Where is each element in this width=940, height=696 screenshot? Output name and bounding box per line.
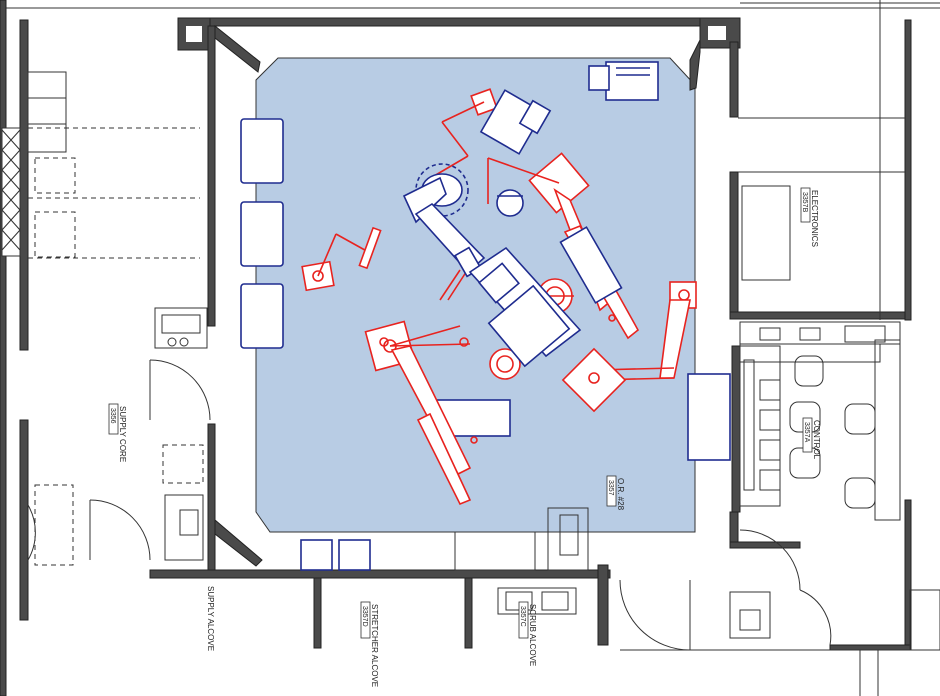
label-stretcher-alcove: STRETCHER ALCOVE 3357D xyxy=(360,601,379,687)
alcove-fixtures xyxy=(497,587,940,651)
or-equipment-red xyxy=(301,88,697,506)
svg-text:3356: 3356 xyxy=(109,408,116,424)
label-or-28: O.R. #28 3357 xyxy=(606,475,625,511)
supply-fixtures xyxy=(1,71,208,566)
room-labels: SUPPLY CORE 3356 ELECTRONICS 3357B CONTR… xyxy=(108,187,821,687)
svg-text:3357B: 3357B xyxy=(801,192,808,213)
doors xyxy=(27,359,832,651)
svg-text:STRETCHER ALCOVE: STRETCHER ALCOVE xyxy=(370,604,379,687)
svg-text:3357D: 3357D xyxy=(361,606,368,627)
svg-text:SUPPLY CORE: SUPPLY CORE xyxy=(118,406,127,462)
or-equipment-blue xyxy=(402,89,623,368)
svg-text:ELECTRONICS: ELECTRONICS xyxy=(810,190,819,247)
label-scrub-alcove: SCRUB ALCOVE 3357C xyxy=(518,601,537,666)
svg-text:SCRUB ALCOVE: SCRUB ALCOVE xyxy=(528,604,537,666)
label-electronics: ELECTRONICS 3357B xyxy=(800,187,819,247)
svg-text:3357: 3357 xyxy=(607,480,614,496)
svg-text:O.R. #28: O.R. #28 xyxy=(616,478,625,511)
control-room-fixtures xyxy=(731,185,901,521)
label-supply-core: SUPPLY CORE 3356 xyxy=(108,403,127,462)
svg-text:SUPPLY ALCOVE: SUPPLY ALCOVE xyxy=(206,586,215,651)
svg-text:CONTROL: CONTROL xyxy=(812,420,821,460)
or-floor xyxy=(255,57,696,533)
label-supply-alcove: SUPPLY ALCOVE xyxy=(206,586,215,651)
label-control: CONTROL 3357A xyxy=(802,417,821,460)
svg-text:3357A: 3357A xyxy=(803,422,810,443)
svg-text:3357C: 3357C xyxy=(519,606,526,627)
